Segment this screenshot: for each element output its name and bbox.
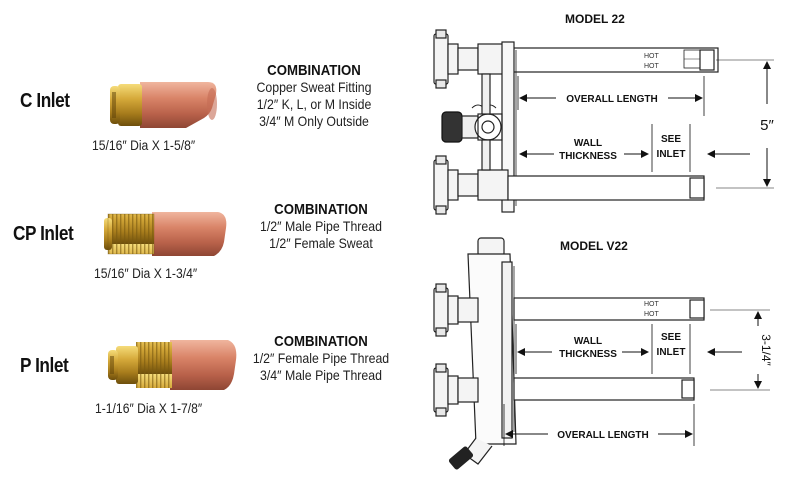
- model-22-height-dimension: 5″: [760, 117, 774, 134]
- model-22-top-handle: [433, 29, 509, 89]
- model-v22-top-pipe: [513, 297, 705, 321]
- model-v22-height-dimension: 3-1/4″: [759, 334, 773, 366]
- p-inlet-combo-line-2: 3/4″ Male Pipe Thread: [260, 367, 382, 383]
- model-22-thickness-label: THICKNESS: [559, 151, 617, 162]
- cp-inlet-combo-line-1: 1/2″ Male Pipe Thread: [260, 218, 382, 234]
- model-v22-hot-label-1: HOT: [644, 301, 660, 308]
- c-inlet-label: C Inlet: [20, 90, 70, 112]
- model-22-bottom-pipe: [507, 175, 705, 201]
- c-inlet-combo-title: COMBINATION: [267, 62, 361, 79]
- model-v22-drawing: HOT HOT WALL THICKNESS SEE INLET OVERALL…: [433, 237, 773, 470]
- cp-inlet-dimensions: 15/16″ Dia X 1-3/4″: [94, 266, 198, 281]
- model-22-drawing: HOT HOT OVERALL LENGTH WALL THICKNESS SE…: [433, 29, 775, 215]
- cp-inlet-combination: COMBINATION 1/2″ Male Pipe Thread 1/2″ F…: [236, 201, 406, 252]
- c-inlet-combination: COMBINATION Copper Sweat Fitting 1/2″ K,…: [238, 62, 390, 130]
- model-v22-overall-length-label: OVERALL LENGTH: [557, 430, 648, 441]
- model-22-hot-label-2: HOT: [644, 63, 660, 70]
- model-22-bottom-handle: [433, 155, 509, 215]
- model-22-vacuum-breaker: [441, 104, 503, 143]
- p-inlet-combination: COMBINATION 1/2″ Female Pipe Thread 3/4″…: [236, 333, 406, 384]
- c-inlet-fitting-image: [110, 82, 217, 128]
- model-v22-bottom-pipe: [513, 377, 695, 401]
- model-22-wall-label: WALL: [574, 138, 602, 149]
- model-v22-title: MODEL V22: [560, 239, 628, 253]
- cp-inlet-combo-title: COMBINATION: [274, 201, 368, 218]
- cp-inlet-label: CP Inlet: [13, 223, 74, 245]
- c-inlet-combo-line-3: 3/4″ M Only Outside: [259, 113, 369, 129]
- c-inlet-dimensions: 15/16″ Dia X 1-5/8″: [92, 138, 196, 153]
- model-22-inlet-label: INLET: [657, 149, 686, 160]
- model-v22-see-label: SEE: [661, 332, 681, 343]
- cp-inlet-fitting-image: [104, 212, 227, 256]
- model-v22-hose-outlet: [448, 437, 493, 470]
- model-22-hot-label-1: HOT: [644, 53, 660, 60]
- model-v22-top-handle: [433, 283, 479, 337]
- c-inlet-combo-line-2: 1/2″ K, L, or M Inside: [256, 96, 372, 112]
- p-inlet-label: P Inlet: [20, 355, 69, 377]
- model-v22-thickness-label: THICKNESS: [559, 349, 617, 360]
- c-inlet-combo-line-1: Copper Sweat Fitting: [256, 79, 372, 95]
- model-v22-body: [467, 237, 517, 445]
- p-inlet-fitting-image: [108, 340, 237, 390]
- cp-inlet-combo-line-2: 1/2″ Female Sweat: [269, 235, 373, 251]
- p-inlet-combo-title: COMBINATION: [274, 333, 368, 350]
- p-inlet-combo-line-1: 1/2″ Female Pipe Thread: [252, 350, 390, 366]
- model-22-title: MODEL 22: [565, 12, 625, 26]
- model-22-top-pipe: [507, 47, 719, 73]
- p-inlet-dimensions: 1-1/16″ Dia X 1-7/8″: [95, 401, 203, 416]
- model-v22-wall-label: WALL: [574, 336, 602, 347]
- model-v22-inlet-label: INLET: [657, 347, 686, 358]
- model-22-overall-length-label: OVERALL LENGTH: [566, 94, 657, 105]
- model-v22-bottom-handle: [433, 363, 479, 417]
- model-v22-hot-label-2: HOT: [644, 311, 660, 318]
- model-22-see-label: SEE: [661, 134, 681, 145]
